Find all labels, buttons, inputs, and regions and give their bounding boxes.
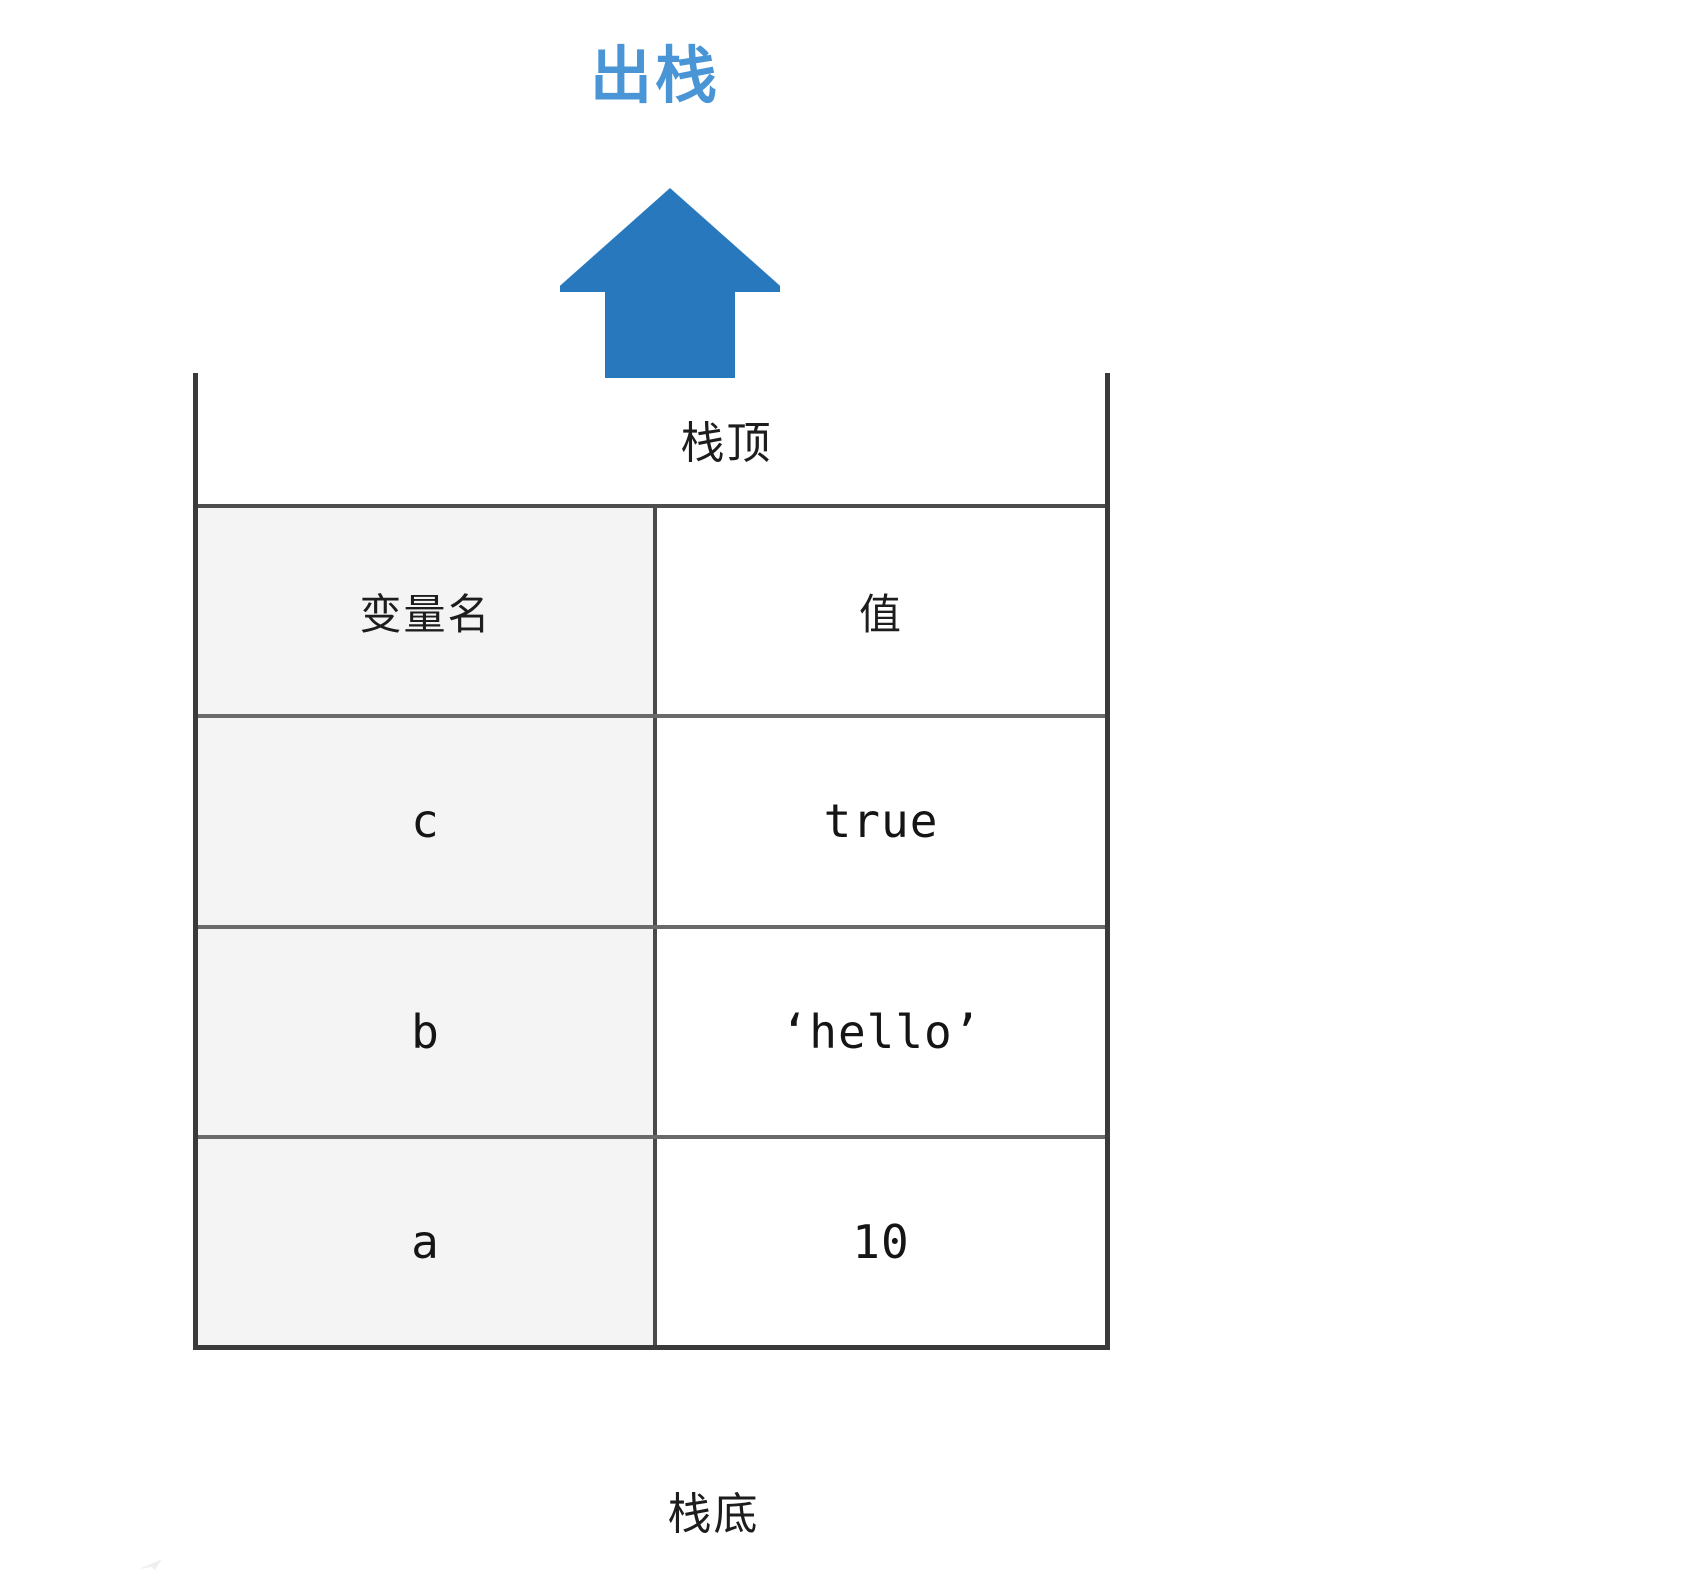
- table-row: c true: [198, 718, 1105, 929]
- header-cell-variable-name: 变量名: [198, 508, 657, 715]
- corner-watermark-icon: [138, 1558, 164, 1572]
- row-value-cell: true: [657, 718, 1105, 925]
- pop-direction-arrow: [553, 170, 787, 380]
- table-row: a 10: [198, 1138, 1105, 1345]
- variable-name-c: c: [411, 794, 440, 849]
- row-value-cell: 10: [657, 1138, 1105, 1345]
- row-name-cell: c: [198, 718, 657, 925]
- header-cell-value: 值: [657, 508, 1105, 715]
- arrow-up-icon: [553, 188, 787, 378]
- variable-value-a: 10: [852, 1214, 910, 1269]
- pop-title: 出栈: [589, 42, 720, 111]
- variable-name-b: b: [411, 1004, 440, 1059]
- row-name-cell: a: [198, 1138, 657, 1345]
- table-header-row: 变量名 值: [198, 508, 1105, 719]
- header-label-value: 值: [858, 590, 903, 638]
- stack-container: 栈顶 变量名 值 c true b: [193, 373, 1110, 1350]
- row-value-cell: ‘hello’: [657, 928, 1105, 1135]
- row-name-cell: b: [198, 928, 657, 1135]
- variable-value-c: true: [823, 794, 939, 849]
- variable-value-b: ‘hello’: [780, 1004, 982, 1059]
- stack-headspace: 栈顶: [198, 373, 1105, 504]
- header-label-variable-name: 变量名: [359, 590, 492, 638]
- stack-top-label: 栈顶: [680, 418, 773, 468]
- table-row: b ‘hello’: [198, 928, 1105, 1139]
- variable-name-a: a: [411, 1214, 440, 1269]
- stack-table: 变量名 值 c true b ‘hello’: [198, 504, 1105, 1345]
- stack-bottom-label: 栈底: [667, 1490, 760, 1539]
